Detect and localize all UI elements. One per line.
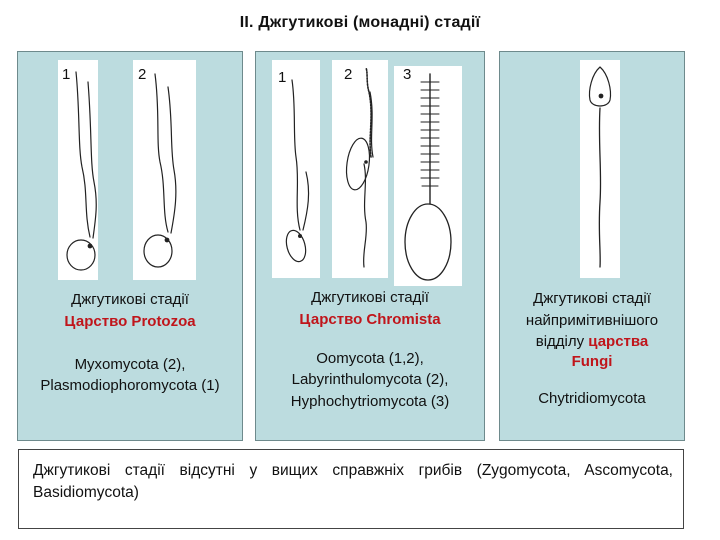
panel-protozoa: 1 2 Джгутикові стадії Царство Protozoa M… (17, 51, 243, 441)
figure-box (133, 60, 196, 280)
zoospore-drawings (285, 67, 452, 281)
taxa-line: Chytridiomycota (538, 390, 646, 407)
figure-box (272, 60, 320, 278)
figure-label: 1 (278, 69, 287, 86)
zoospore-illustration (143, 73, 177, 268)
zoospore-drawings (588, 66, 612, 268)
fungi-line: найпримітивнішого (525, 312, 659, 329)
panel-chromista: 1 2 3 (255, 51, 485, 441)
taxa-line: Myxomycota (2), (74, 356, 186, 373)
kingdom-label: Fungi (571, 353, 613, 370)
figure-label: 3 (403, 66, 412, 83)
figure-label: 1 (62, 66, 71, 83)
kingdom-label: царства (588, 333, 649, 350)
figure-label: 2 (344, 66, 353, 83)
panel-heading: Джгутикові стадії (71, 291, 189, 308)
taxa-line: Oomycota (1,2), (316, 350, 424, 367)
fungi-line: відділу царства (500, 331, 684, 352)
figure-box (332, 60, 388, 278)
zoospore-illustration (66, 71, 97, 271)
figure-label: 2 (138, 66, 147, 83)
fungi-line: Джгутикові стадії (533, 290, 651, 307)
bottom-note: Джгутикові стадії відсутні у вищих справ… (18, 449, 684, 529)
page-title: ІІ. Джгутикові (монадні) стадії (239, 14, 481, 31)
taxa-line: Labyrinthulomycota (2), (291, 371, 449, 388)
kingdom-label: Царство Chromista (299, 311, 441, 328)
zoospore-illustration (345, 67, 374, 268)
zoospore-illustration (588, 66, 612, 268)
zoospore-illustration (404, 73, 452, 281)
panel-fungi: Джгутикові стадії найпримітивнішого відд… (499, 51, 685, 441)
zoospore-drawings (66, 71, 177, 271)
fungi-line-prefix: відділу (535, 333, 589, 350)
taxa-line: Hyphochytriomycota (3) (290, 393, 450, 410)
panel-heading: Джгутикові стадії (311, 289, 429, 306)
kingdom-label: Царство Protozoa (64, 313, 196, 330)
zoospore-illustration (285, 79, 310, 263)
taxa-line: Plasmodiophoromycota (1) (40, 377, 220, 394)
